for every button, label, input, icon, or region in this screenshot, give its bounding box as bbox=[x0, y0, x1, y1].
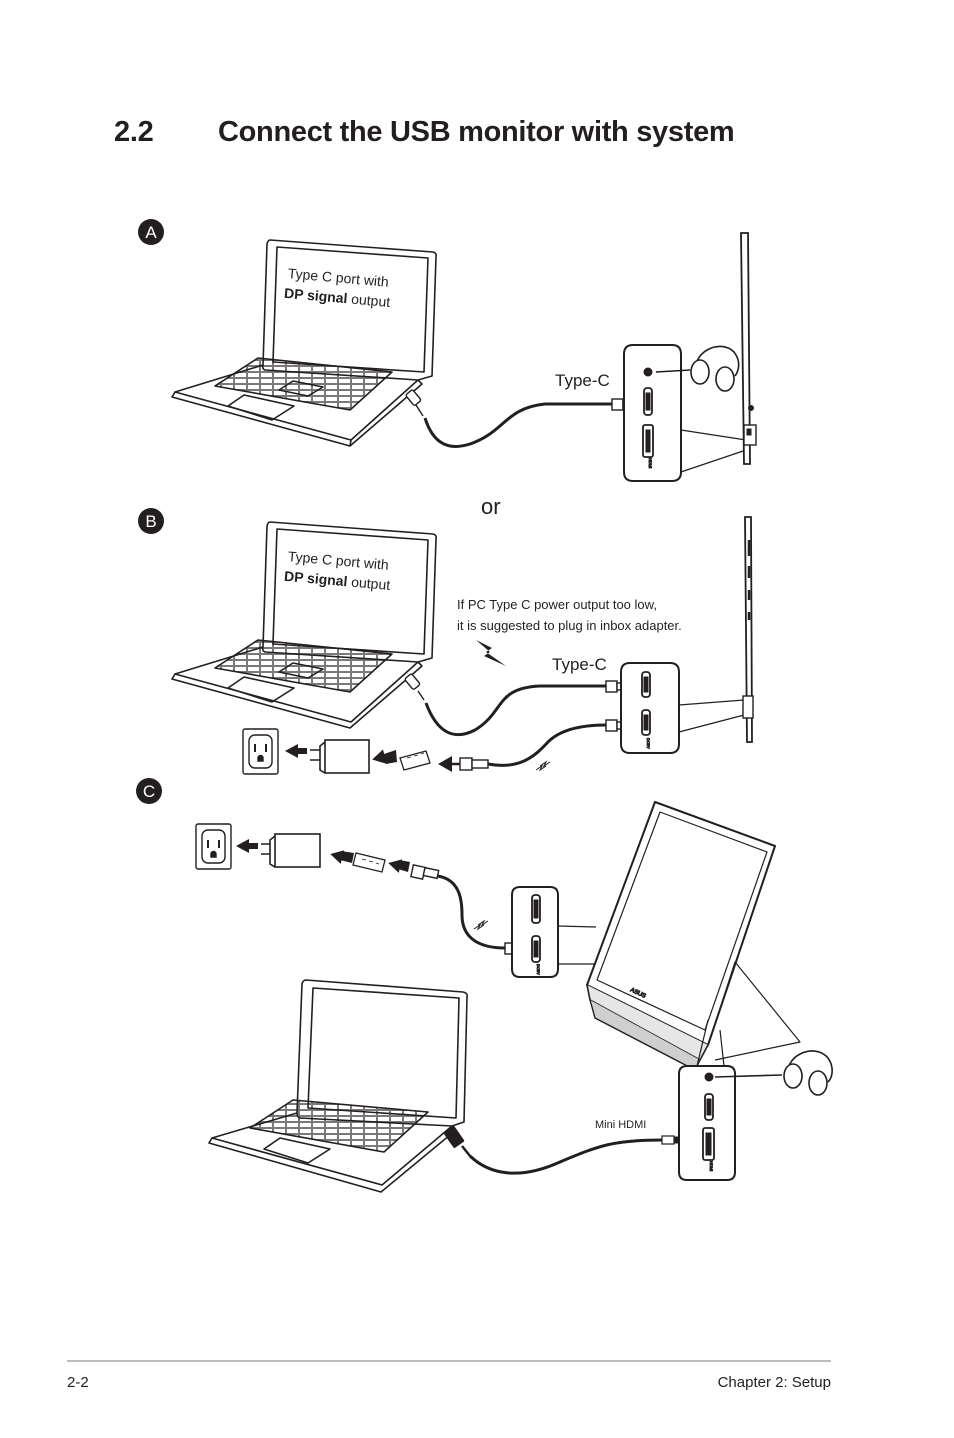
lightning-icon bbox=[476, 640, 506, 666]
section-number: 2.2 bbox=[114, 116, 154, 148]
marker-b: B bbox=[138, 508, 164, 534]
monitor-c: ASUS bbox=[586, 801, 801, 1071]
laptop-a-caption: Type C port with DP signal output bbox=[283, 265, 390, 310]
type-c-label-b: Type-C bbox=[552, 655, 607, 674]
power-note-line2: it is suggested to plug in inbox adapter… bbox=[457, 618, 682, 633]
connection-diagram: A Type C port with DP signal output Type… bbox=[136, 219, 833, 1193]
monitor-side-a bbox=[740, 232, 757, 465]
laptop-b-caption-line2: DP signal output bbox=[283, 568, 390, 593]
footer-rule bbox=[67, 1360, 831, 1362]
laptop-a bbox=[171, 239, 437, 447]
marker-b-letter: B bbox=[145, 512, 156, 531]
wall-outlet-c bbox=[195, 823, 232, 870]
dc-label-c: DC5V bbox=[536, 964, 541, 975]
section-title: Connect the USB monitor with system bbox=[218, 116, 735, 148]
port-panel-c-hdmi: HDMI bbox=[678, 1019, 736, 1181]
usb-connector-c bbox=[352, 852, 386, 873]
port-panel-c-power: DC5V bbox=[511, 886, 597, 978]
port-panel-b: DC5V bbox=[620, 662, 745, 754]
type-c-label-a: Type-C bbox=[555, 371, 610, 390]
headphones-c bbox=[714, 1050, 833, 1096]
marker-c-letter: C bbox=[143, 782, 155, 801]
power-cable-c bbox=[410, 864, 529, 955]
adapter-c bbox=[261, 833, 321, 868]
usb-connector-b bbox=[399, 750, 431, 771]
cable-a-typec bbox=[405, 389, 638, 448]
headphones-a bbox=[655, 345, 740, 392]
monitor-side-b bbox=[742, 516, 754, 743]
power-note-line1: If PC Type C power output too low, bbox=[457, 597, 657, 612]
dc-label-b: DC5V bbox=[646, 738, 651, 749]
chapter-label: Chapter 2: Setup bbox=[717, 1374, 831, 1391]
hdmi-label-a: HDMI bbox=[648, 458, 653, 468]
marker-c: C bbox=[136, 778, 162, 804]
cable-c-mini-hdmi bbox=[443, 1126, 687, 1175]
laptop-a-caption-line2: DP signal output bbox=[283, 285, 390, 310]
marker-a: A bbox=[138, 219, 164, 245]
arrow-left-icon-c bbox=[236, 839, 410, 873]
wall-outlet-b bbox=[242, 728, 279, 775]
marker-a-letter: A bbox=[145, 223, 157, 242]
port-panel-a: HDMI bbox=[623, 344, 747, 482]
hdmi-label-c: HDMI bbox=[709, 1161, 714, 1171]
or-label: or bbox=[481, 494, 501, 519]
mini-hdmi-label: Mini HDMI bbox=[595, 1119, 646, 1131]
page-number: 2-2 bbox=[67, 1374, 89, 1391]
laptop-c bbox=[208, 979, 468, 1193]
arrow-left-icon bbox=[285, 744, 452, 772]
section-heading: 2.2 Connect the USB monitor with system bbox=[114, 116, 735, 149]
laptop-b bbox=[171, 521, 437, 729]
adapter-b bbox=[310, 739, 370, 774]
